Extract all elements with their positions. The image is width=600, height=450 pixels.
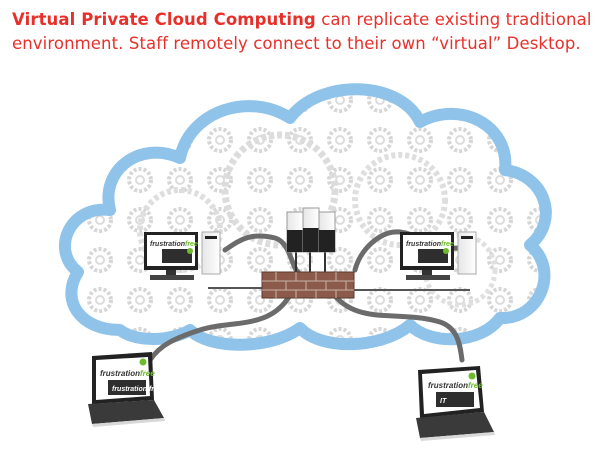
screen-badge: [436, 392, 474, 407]
badge-label: IT: [440, 398, 447, 405]
cable-left-laptop: [147, 292, 293, 363]
pc-tower: [201, 231, 221, 275]
screen-brand: frustrationfree: [428, 381, 483, 390]
server-unit: [302, 207, 320, 253]
screen-brand: frustrationfree: [150, 241, 198, 248]
screen-badge: [108, 380, 146, 395]
desktop-computer-left: frustrationfree: [144, 231, 221, 280]
screen-brand: frustrationfree: [406, 241, 454, 248]
keyboard-icon: [406, 275, 450, 280]
cable-right-laptop: [332, 293, 465, 363]
server-unit: [318, 211, 336, 253]
screen-badge: [418, 249, 448, 263]
keyboard-icon: [150, 275, 194, 280]
laptop-keyboard: [416, 412, 494, 438]
laptop-left: frustrationfree frustration free: [88, 352, 165, 427]
screen-brand: frustrationfree: [100, 369, 155, 378]
screen-badge: [162, 249, 192, 263]
badge-label: frustration free: [112, 386, 162, 393]
lan-lines: [208, 287, 470, 291]
desktop-computer-right: frustrationfree: [400, 231, 477, 280]
firewall-icon: [261, 271, 355, 299]
laptop-keyboard: [88, 400, 164, 424]
server-cables: [295, 252, 326, 275]
server-rack: [286, 207, 336, 253]
diagram-caption: Virtual Private Cloud Computing can repl…: [12, 8, 592, 56]
cable-left-desktop: [222, 233, 301, 275]
laptop-right: frustrationfree IT: [416, 366, 495, 441]
pc-tower: [457, 231, 477, 275]
caption-line-2: environment. Staff remotely connect to t…: [12, 34, 581, 53]
caption-highlight: Virtual Private Cloud Computing: [12, 10, 316, 29]
server-unit: [286, 211, 304, 253]
caption-line-1: Virtual Private Cloud Computing can repl…: [12, 8, 592, 32]
caption-text-1: can replicate existing traditional: [315, 10, 592, 29]
